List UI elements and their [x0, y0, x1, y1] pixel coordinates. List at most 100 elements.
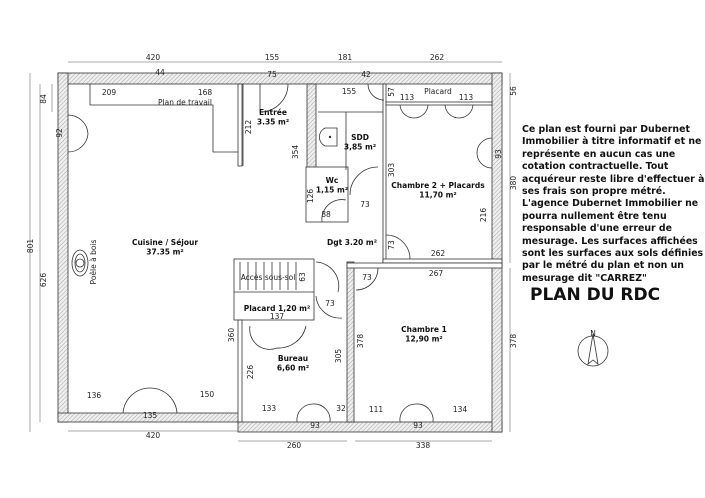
window-bureau: [296, 403, 331, 423]
dimension-label: 113: [459, 93, 474, 102]
dimension-label: 73: [360, 200, 370, 209]
stair-block: [233, 258, 315, 321]
dimension-label: 420: [146, 53, 161, 62]
dimension-label: 360: [227, 328, 236, 343]
doors: [67, 83, 493, 423]
window-chambre2: [476, 137, 493, 169]
room-name: Chambre 2 + Placards: [391, 181, 485, 190]
dimension-label: 93: [494, 149, 503, 159]
plan-title: PLAN DU RDC: [530, 285, 661, 305]
worktop: [89, 84, 238, 153]
wall-sdd: [306, 83, 317, 169]
dimension-label: 378: [509, 334, 518, 349]
window-sdd: [367, 83, 385, 101]
dimension-label: 420: [146, 431, 161, 440]
wall-bureau-left: [237, 319, 243, 423]
dimension-label: 93: [413, 421, 423, 430]
window-chambre1: [399, 403, 434, 423]
dimension-label: 42: [361, 70, 371, 79]
bureau-closet-doors: [249, 325, 307, 350]
dimension-label: 626: [39, 273, 48, 288]
disclaimer-text: Ce plan est fourni par Dubernet Immobili…: [522, 124, 705, 284]
door-entree: [259, 83, 289, 113]
dimension-label: 126: [306, 189, 315, 204]
room-area: 37.35 m²: [146, 248, 183, 257]
dimension-label: 135: [143, 411, 158, 420]
dimension-label: 168: [198, 88, 213, 97]
dimension-label: 56: [509, 86, 518, 96]
dimension-label: 44: [155, 68, 165, 77]
room-name: Placard 1,20 m²: [244, 304, 311, 313]
dimension-label: 305: [334, 349, 343, 364]
dimension-label: 73: [362, 273, 372, 282]
stairs: [239, 262, 297, 290]
room-name: SDD: [351, 133, 369, 142]
closet-front: [385, 101, 493, 106]
window-cuisine-left: [67, 114, 89, 153]
dimension-label: 92: [55, 128, 64, 138]
stove-icon: [71, 249, 89, 277]
wall-chambre1-top: [346, 262, 503, 269]
basement-access-label: Accès sous-sol: [241, 273, 296, 282]
compass-north-label: N: [590, 329, 596, 338]
room-name: Wc: [326, 176, 339, 185]
dimension-label: 57: [387, 87, 396, 97]
dimension-label: 212: [244, 120, 253, 135]
dimension-label: 73: [325, 299, 335, 308]
dimension-label: 260: [287, 441, 302, 450]
dimension-label: 133: [262, 404, 277, 413]
wall-chambre2-bottom: [382, 258, 503, 264]
dimension-label: 354: [291, 145, 300, 160]
wall-right: [491, 72, 503, 433]
dimension-label: 155: [265, 53, 280, 62]
door-sdd: [349, 166, 379, 196]
walls: [57, 72, 503, 433]
dimension-label: 75: [267, 70, 277, 79]
wall-top: [57, 72, 503, 85]
dimension-label: 226: [246, 365, 255, 380]
room-area: 11,70 m²: [419, 191, 456, 200]
dimension-label: 216: [479, 208, 488, 223]
door-stairs: [315, 261, 340, 293]
dimension-label: 801: [26, 239, 35, 254]
dimension-label: 150: [200, 390, 215, 399]
worktop-label: Plan de travail: [158, 98, 212, 107]
room-name: Bureau: [278, 354, 308, 363]
closet-label: Placard: [424, 87, 452, 96]
room-area: 12,90 m²: [405, 335, 442, 344]
wall-bureau-chambre1: [346, 261, 355, 423]
sink-icon: [319, 127, 338, 147]
dimension-label: 181: [338, 53, 353, 62]
door-wc: [321, 199, 347, 223]
wall-bottom-right: [237, 421, 503, 433]
dimension-label: 378: [356, 334, 365, 349]
door-chambre1: [355, 267, 379, 291]
compass-icon: N: [577, 329, 609, 367]
dimension-label: 137: [270, 312, 285, 321]
closet-doors: [399, 104, 474, 119]
dimension-label: 262: [431, 249, 446, 258]
wall-left: [57, 72, 69, 423]
door-bureau: [315, 295, 343, 319]
room-name: Cuisine / Séjour: [132, 238, 198, 247]
dimension-label: 267: [429, 269, 444, 278]
dimension-label: 155: [342, 87, 357, 96]
dimension-label: 84: [39, 94, 48, 104]
dimension-label: 73: [387, 240, 396, 250]
wall-chambre2-left: [382, 83, 387, 263]
room-area: 3,85 m²: [344, 143, 376, 152]
dimension-label: 209: [102, 88, 117, 97]
dimension-label: 93: [310, 421, 320, 430]
room-name: Dgt 3.20 m²: [327, 238, 377, 247]
dimension-label: 136: [87, 391, 102, 400]
room-name: Chambre 1: [401, 325, 447, 334]
dimension-label: 262: [430, 53, 445, 62]
room-name: Entrée: [259, 108, 287, 117]
dimension-label: 380: [509, 176, 518, 191]
dimension-label: 303: [387, 163, 396, 178]
wc-box: [305, 166, 349, 223]
dimension-lines: 420 44 209 168 84 92 212 155 75 181 42 155 262 57 113 1…: [26, 53, 518, 450]
dimension-label: 32: [336, 404, 346, 413]
